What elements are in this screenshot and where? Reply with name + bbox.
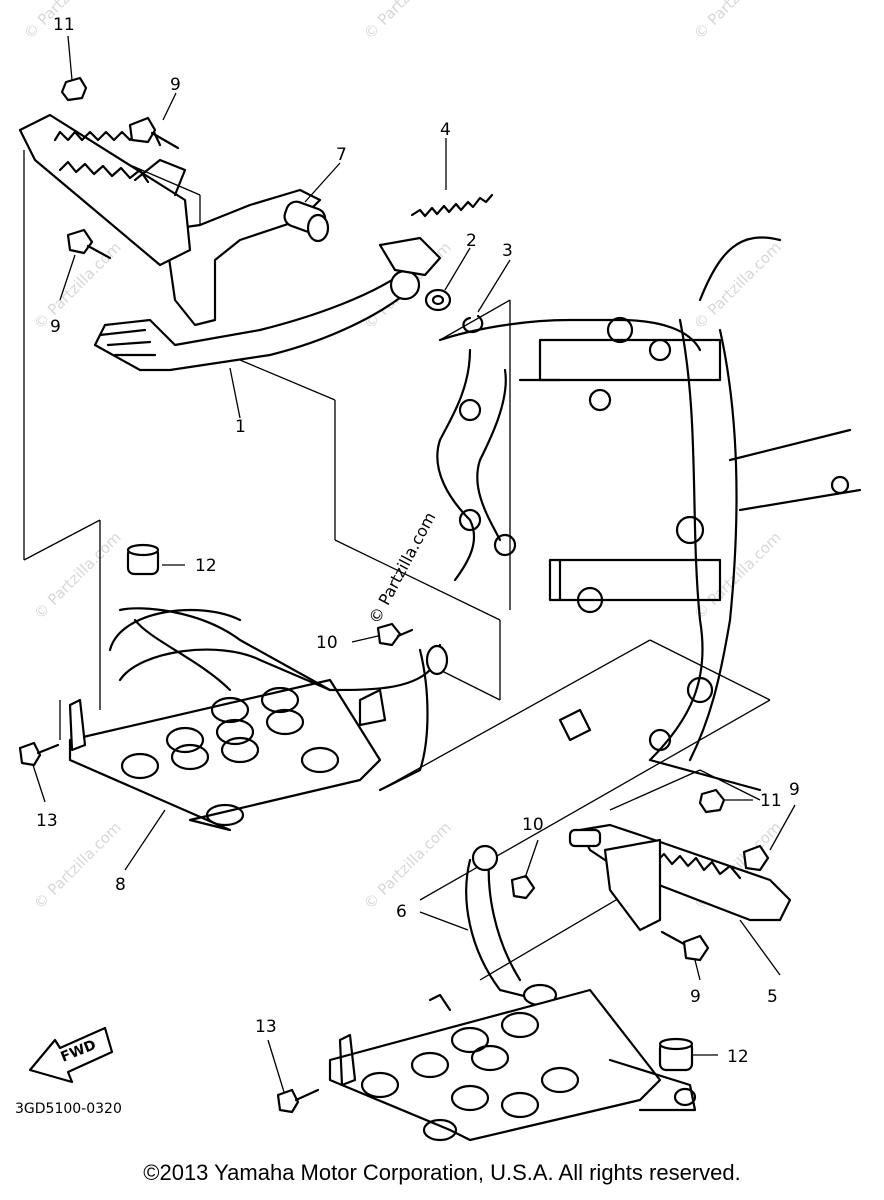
bolt-13-lower [276,1088,320,1114]
callout-9-left: 9 [50,317,61,337]
callout-11-top: 11 [53,15,75,35]
left-step-plate [68,608,387,832]
bolt-10-lower [510,874,536,900]
top-nut [60,76,88,102]
callout-13-lower: 13 [255,1017,277,1037]
bolt-10-upper [376,622,414,647]
right-step-plate [328,988,697,1142]
left-step-bracket [118,607,449,792]
bolt-13-left [18,741,60,767]
frame [436,236,862,792]
callout-7: 7 [336,145,347,165]
fwd-arrow-icon: FWD [28,1026,114,1084]
callout-labels: 11 9 7 4 2 3 9 1 12 10 13 8 11 9 10 6 5 … [36,15,800,1067]
right-bolt-2 [660,930,710,962]
callout-9-right-bottom: 9 [690,987,701,1007]
cotter-pin [462,314,484,334]
right-nut [698,788,726,814]
right-step-bracket [465,844,558,1007]
callout-9-right-top: 9 [789,780,800,800]
svg-text:© Partzilla.com: © Partzilla.com [360,818,455,913]
svg-text:© Partzilla.com: © Partzilla.com [30,528,125,623]
diagram-code: 3GD5100-0320 [15,1101,122,1117]
svg-text:© Partzilla.com: © Partzilla.com [690,0,785,43]
brake-pedal [93,236,442,372]
washer [424,288,452,312]
callout-1: 1 [235,417,246,437]
right-bolt-1 [742,844,770,872]
center-watermark: © Partzilla.com [365,509,440,627]
callout-10-lower: 10 [522,815,544,835]
callout-10-upper: 10 [316,633,338,653]
callout-6: 6 [396,902,407,922]
callout-12-lower: 12 [727,1047,749,1067]
callout-leaders [32,35,796,1093]
callout-12-upper: 12 [195,556,217,576]
callout-3: 3 [502,241,513,261]
top-bolt-1 [128,116,180,150]
copyright-notice: ©2013 Yamaha Motor Corporation, U.S.A. A… [143,1160,741,1185]
callout-2: 2 [466,231,477,251]
spring [410,193,494,218]
right-footrest [568,823,792,932]
svg-text:© Partzilla.com: © Partzilla.com [30,818,125,913]
left-footrest [18,113,192,267]
pedal-bracket [163,188,330,327]
svg-text:© Partzilla.com: © Partzilla.com [690,528,785,623]
callout-9-top: 9 [170,75,181,95]
svg-text:© Partzilla.com: © Partzilla.com [690,238,785,333]
top-bolt-2 [66,228,112,260]
reference-lines [23,150,771,981]
svg-text:© Partzilla.com: © Partzilla.com [360,0,455,43]
callout-8: 8 [115,875,126,895]
upper-damper [126,543,160,576]
callout-5: 5 [767,987,778,1007]
callout-4: 4 [440,120,451,140]
lower-damper [658,1037,694,1072]
callout-13-left: 13 [36,811,58,831]
callout-11-right: 11 [760,791,782,811]
